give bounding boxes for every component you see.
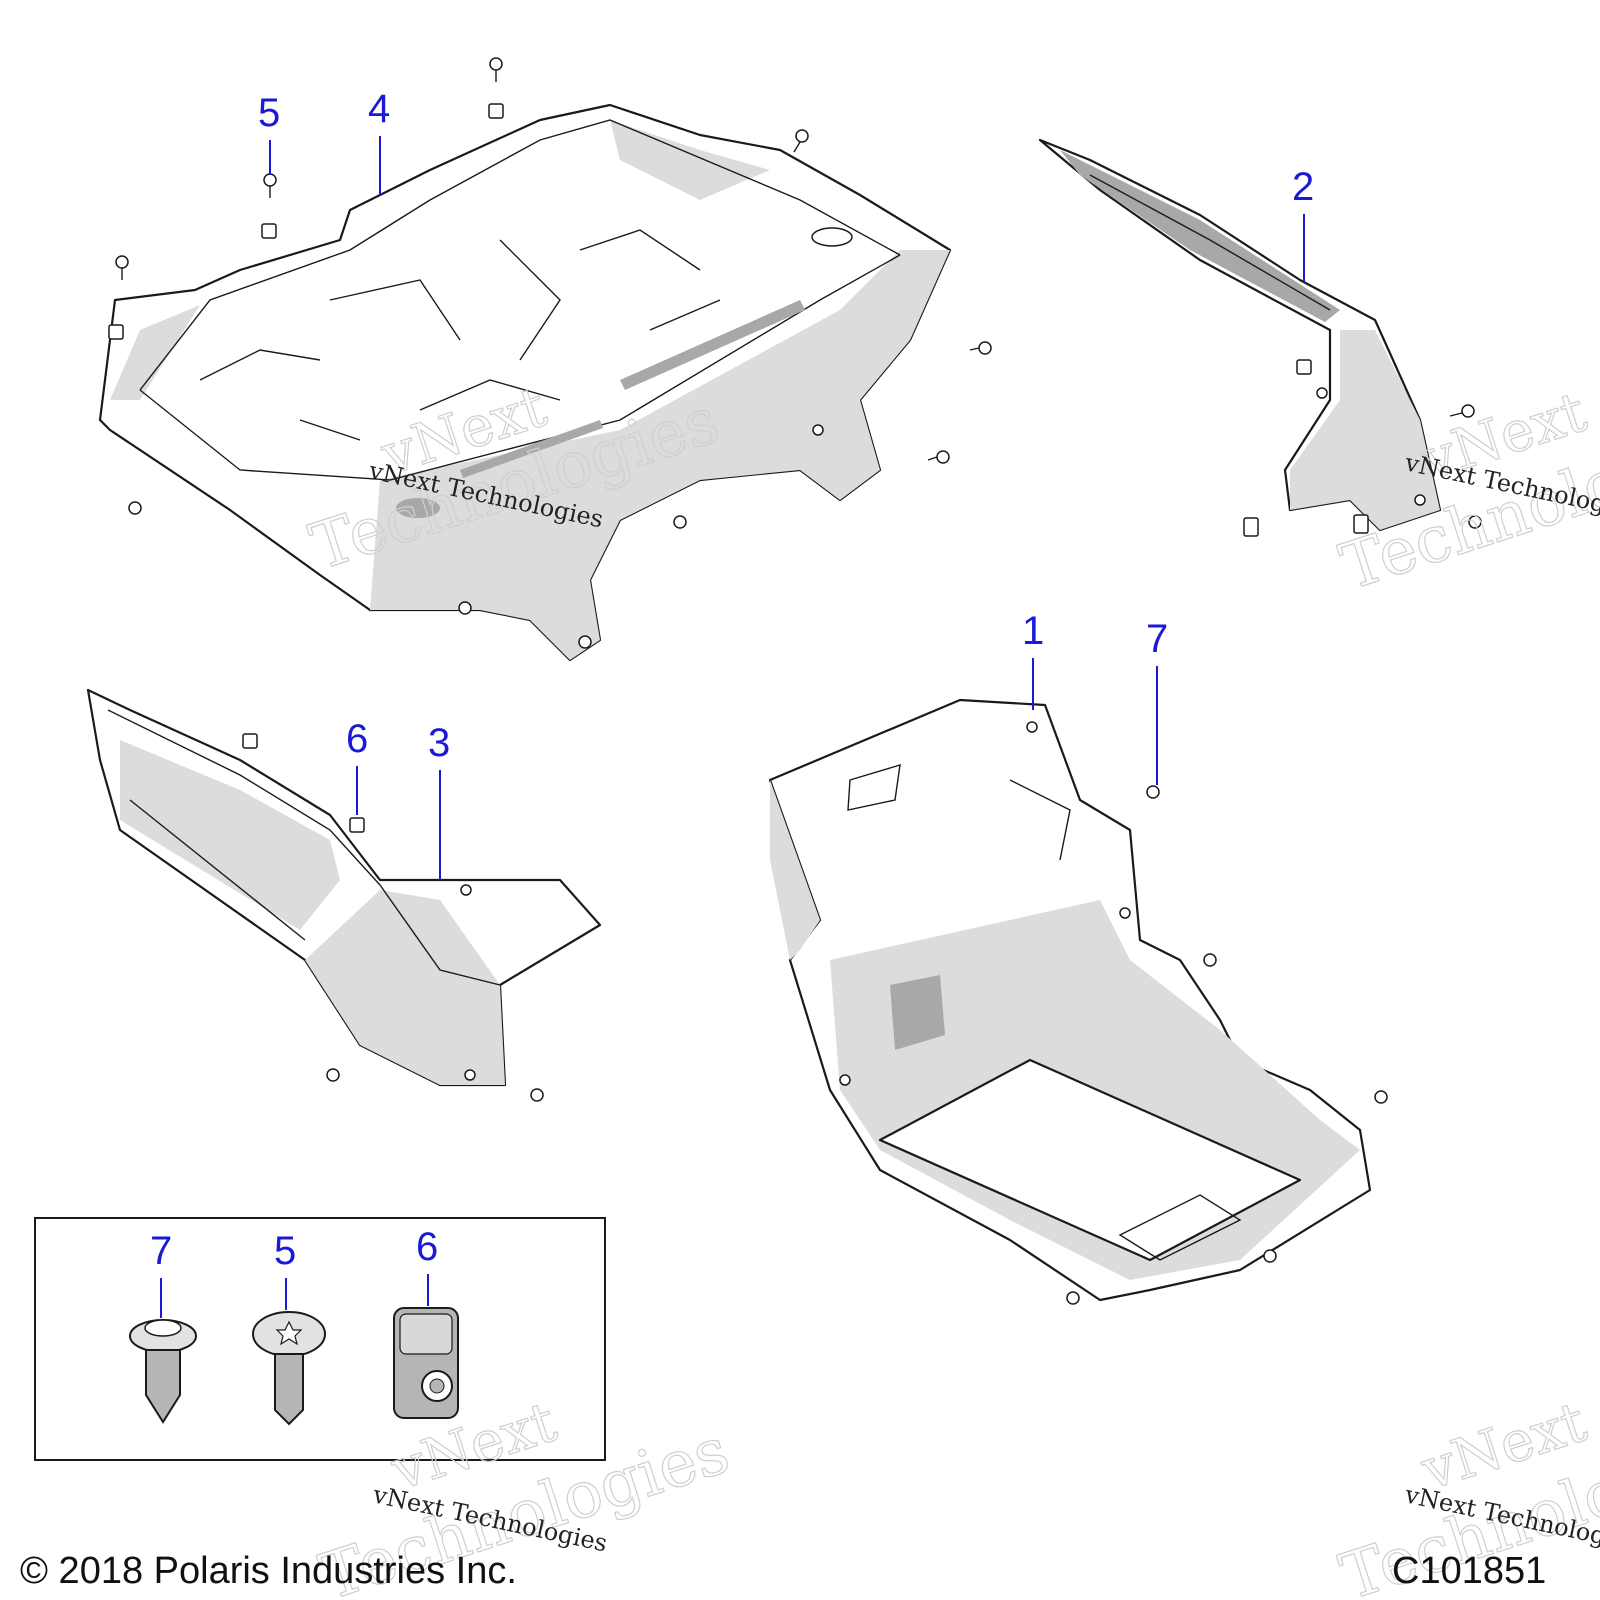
clip-icon [1243,517,1259,537]
screw-icon [673,515,687,529]
screw-icon [1066,1291,1080,1305]
screw-icon [1146,785,1160,799]
screw-icon [115,255,129,280]
callout-part-3: 3 [428,721,450,880]
clip-icon [261,223,277,239]
push-rivet-icon [129,1319,197,1424]
screw-icon [128,501,142,515]
legend-item-7-push-rivet: 7 [129,1229,197,1424]
legend-label: 6 [416,1225,438,1269]
hardware-legend-box: 7 5 6 [34,1217,606,1461]
screw-icon [1468,515,1482,529]
callout-label: 6 [346,717,368,761]
legend-label: 5 [274,1229,296,1273]
screw-icon [1449,404,1475,418]
clip-icon [1353,514,1369,534]
loose-hardware [108,57,1482,1305]
callout-part-4: 4 [368,87,390,195]
copyright-text: © 2018 Polaris Industries Inc. [20,1550,517,1592]
callout-part-6: 6 [346,717,368,815]
callout-part-1: 1 [1022,609,1044,710]
legend-item-6-u-nut-clip: 6 [393,1225,459,1419]
screw-icon [1203,953,1217,967]
screw-icon [969,341,992,355]
clip-icon [488,103,504,119]
torx-screw-icon [252,1311,326,1426]
callout-part-2: 2 [1292,165,1314,282]
part-2-side-panel [1038,138,1442,532]
part-1-floor-tray [768,698,1372,1302]
screw-icon [793,129,809,153]
screw-icon [927,450,950,464]
callout-label: 7 [1146,617,1168,661]
callout-part-7: 7 [1146,617,1168,785]
callout-label: 4 [368,87,390,131]
callout-label: 1 [1022,609,1044,653]
part-4-cargo-box [98,103,952,662]
callout-label: 5 [258,91,280,135]
screw-icon [489,57,503,82]
screw-icon [1263,1249,1277,1263]
callout-label: 3 [428,721,450,765]
part-3-side-panel [86,688,602,1087]
legend-label: 7 [150,1229,172,1273]
figure-code: C101851 [1392,1550,1547,1592]
legend-item-5-torx-screw: 5 [252,1229,326,1426]
callout-part-5: 5 [258,91,280,175]
clip-icon [242,733,258,749]
clip-icon [349,817,365,833]
screw-icon [263,173,277,198]
callout-label: 2 [1292,165,1314,209]
screw-icon [1374,1090,1388,1104]
clip-icon [1296,359,1312,375]
u-nut-clip-icon [393,1307,459,1419]
clip-icon [108,324,124,340]
screw-icon [326,1068,340,1082]
screw-icon [530,1088,544,1102]
